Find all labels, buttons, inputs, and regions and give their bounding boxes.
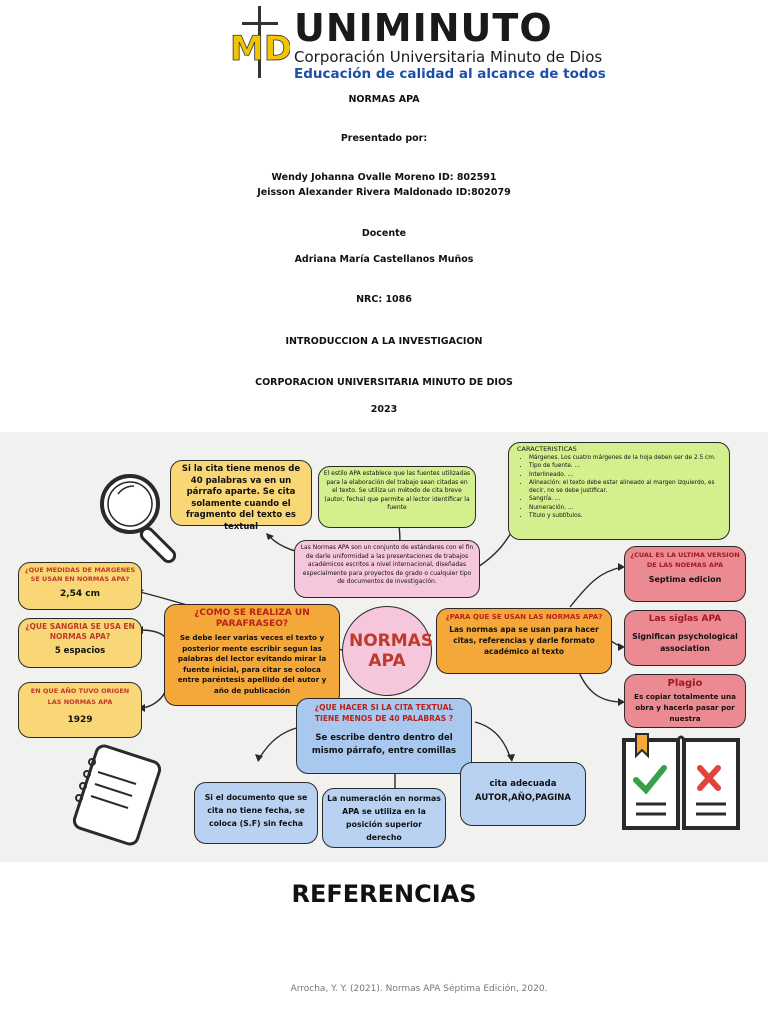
margenes-box: ¿QUE MEDIDAS DE MARGENES SE USAN EN NORM… xyxy=(18,562,142,610)
estilo-apa-text: El estilo APA establece que las fuentes … xyxy=(323,470,471,511)
caracteristica-item: Numeración. ... xyxy=(529,504,721,512)
magnifier-icon xyxy=(100,474,177,564)
parafraseo-question: ¿COMO SE REALIZA UN PARAFRASEO? xyxy=(194,608,310,629)
margenes-answer: 2,54 cm xyxy=(59,589,101,599)
uso-question: ¿PARA QUE SE USAN LAS NORMAS APA? xyxy=(445,613,603,621)
year: 2023 xyxy=(370,404,398,415)
center-node: NORMAS APA xyxy=(342,606,434,696)
origen-box: EN QUE AÑO TUVO ORIGEN LAS NORMAS APA 19… xyxy=(18,682,142,738)
origen-answer: 1929 xyxy=(67,715,93,725)
definicion-box: Las Normas APA son un conjunto de estánd… xyxy=(294,540,480,598)
cita-textual-answer: Se escribe dentro dentro del mismo párra… xyxy=(311,733,457,756)
parafraseo-answer: Se debe leer varias veces el texto y pos… xyxy=(177,633,327,695)
caracteristica-item: Alineación: el texto debe estar alineado… xyxy=(529,479,721,496)
uso-box: ¿PARA QUE SE USAN LAS NORMAS APA? Las no… xyxy=(436,608,612,674)
caracteristica-item: Título y subtítulos. xyxy=(529,512,721,520)
siglas-question: Las siglas APA xyxy=(648,614,722,624)
document-title: NORMAS APA xyxy=(348,94,420,105)
mind-map: Si la cita tiene menos de 40 palabras va… xyxy=(0,432,768,862)
cita-adecuada-text: cita adecuada AUTOR,AÑO,PAGINA xyxy=(475,779,571,803)
caracteristica-item: Márgenes. Los cuatro márgenes de la hoja… xyxy=(529,454,721,462)
parafraseo-box: ¿COMO SE REALIZA UN PARAFRASEO? Se debe … xyxy=(164,604,340,706)
logo-slogan: Educación de calidad al alcance de todos xyxy=(294,66,606,82)
version-answer: Septima edicion xyxy=(648,575,722,584)
reference-item: Arrocha, Y. Y. (2021). Normas APA Séptim… xyxy=(290,984,548,994)
cita-40-palabras-text: Si la cita tiene menos de 40 palabras va… xyxy=(181,464,301,532)
caracteristicas-title: CARACTERISTICAS xyxy=(517,445,577,453)
author-1: Wendy Johanna Ovalle Moreno ID: 802591 xyxy=(271,172,497,183)
caracteristicas-box: CARACTERISTICAS Márgenes. Los cuatro már… xyxy=(508,442,730,540)
checklist-book-icon xyxy=(622,733,740,830)
cita-textual-box: ¿QUE HACER SI LA CITA TEXTUAL TIENE MENO… xyxy=(296,698,472,774)
institution-name: CORPORACION UNIVERSITARIA MINUTO DE DIOS xyxy=(255,377,513,388)
origen-question: EN QUE AÑO TUVO ORIGEN LAS NORMAS APA xyxy=(30,687,130,706)
sangria-box: ¿QUE SANGRIA SE USA EN NORMAS APA? 5 esp… xyxy=(18,618,142,668)
estilo-apa-box: El estilo APA establece que las fuentes … xyxy=(318,466,476,528)
plagio-answer: Es copiar totalmente una obra y hacerla … xyxy=(634,692,736,723)
cita-40-palabras-box: Si la cita tiene menos de 40 palabras va… xyxy=(170,460,312,532)
plagio-question: Plagio xyxy=(667,678,703,689)
uso-answer: Las normas apa se usan para hacer citas,… xyxy=(449,625,599,656)
svg-text:MD: MD xyxy=(230,29,290,69)
references-heading: REFERENCIAS xyxy=(291,880,477,908)
presented-by-label: Presentado por: xyxy=(340,133,428,144)
caracteristica-item: Tipo de fuente. ... xyxy=(529,462,721,470)
nrc: NRC: 1086 xyxy=(356,294,412,305)
version-question: ¿CUAL ES LA ULTIMA VERSION DE LAS NOEMAS… xyxy=(630,551,740,569)
logo-subtitle: Corporación Universitaria Minuto de Dios xyxy=(294,48,603,66)
numeracion-text: La numeración en normas APA se utiliza e… xyxy=(327,794,441,842)
cita-textual-question: ¿QUE HACER SI LA CITA TEXTUAL TIENE MENO… xyxy=(314,703,454,723)
teacher-name: Adriana María Castellanos Muños xyxy=(294,254,474,265)
plagio-box: Plagio Es copiar totalmente una obra y h… xyxy=(624,674,746,728)
sin-fecha-box: Si el documento que se cita no tiene fec… xyxy=(194,782,318,844)
caracteristicas-list: Márgenes. Los cuatro márgenes de la hoja… xyxy=(517,454,721,520)
caracteristica-item: Interlineado. ... xyxy=(529,471,721,479)
margenes-question: ¿QUE MEDIDAS DE MARGENES SE USAN EN NORM… xyxy=(24,566,136,583)
sangria-question: ¿QUE SANGRIA SE USA EN NORMAS APA? xyxy=(25,622,135,641)
logo-title: UNIMINUTO xyxy=(294,6,553,50)
author-2: Jeisson Alexander Rivera Maldonado ID:80… xyxy=(257,187,511,198)
center-node-title: NORMAS APA xyxy=(349,631,434,671)
caracteristica-item: Sangría. ... xyxy=(529,495,721,503)
definicion-text: Las Normas APA son un conjunto de estánd… xyxy=(300,544,474,585)
numeracion-box: La numeración en normas APA se utiliza e… xyxy=(322,788,446,848)
siglas-box: Las siglas APA Significan psychological … xyxy=(624,610,746,666)
teacher-label: Docente xyxy=(361,228,407,239)
version-box: ¿CUAL ES LA ULTIMA VERSION DE LAS NOEMAS… xyxy=(624,546,746,602)
uniminuto-logo-mark-icon: MD xyxy=(230,6,290,78)
sin-fecha-text: Si el documento que se cita no tiene fec… xyxy=(204,793,308,828)
cita-adecuada-box: cita adecuada AUTOR,AÑO,PAGINA xyxy=(460,762,586,826)
siglas-answer: Significan psychological association xyxy=(632,632,738,653)
course-name: INTRODUCCION A LA INVESTIGACION xyxy=(285,336,483,347)
sangria-answer: 5 espacios xyxy=(54,646,106,656)
notebook-icon xyxy=(72,744,162,846)
uniminuto-logo: MD UNIMINUTO Corporación Universitaria M… xyxy=(228,4,606,82)
